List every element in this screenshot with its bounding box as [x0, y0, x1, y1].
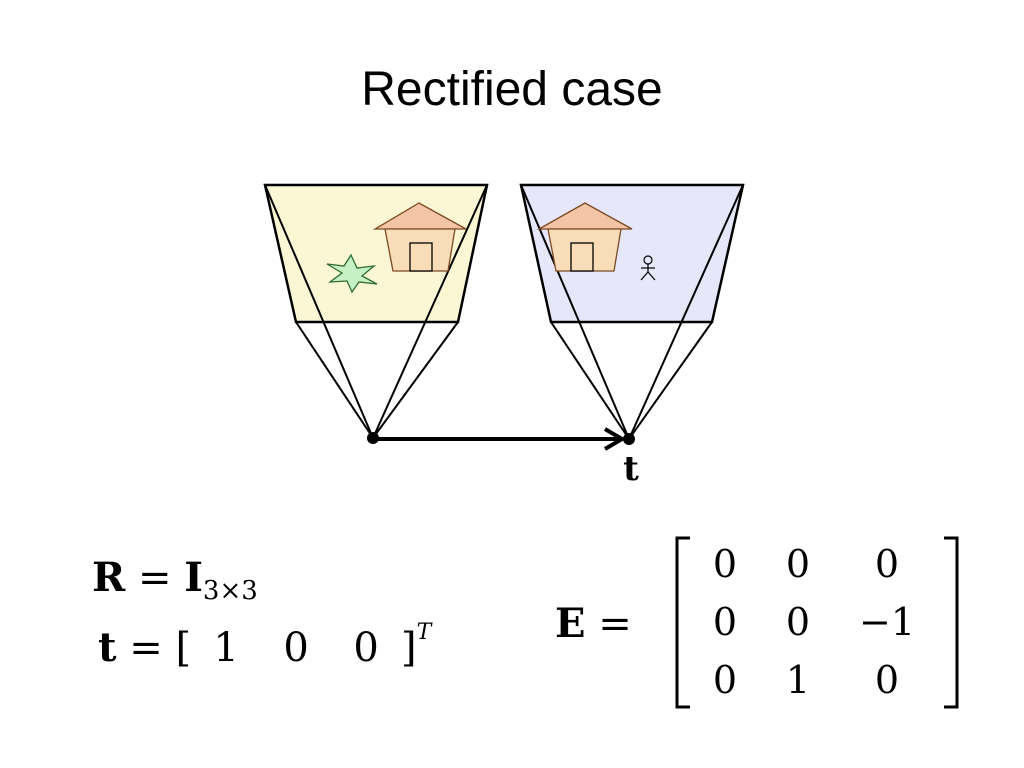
- house-icon: [372, 202, 467, 272]
- matrix-cell: 0: [874, 658, 900, 702]
- left-camera-center: [367, 432, 379, 444]
- matrix-cell: 0: [874, 542, 900, 586]
- equals-sign: =: [585, 601, 632, 647]
- equals-sign: =: [116, 625, 176, 671]
- matrix-cell: −1: [858, 600, 916, 644]
- matrix-cell: 0: [712, 600, 738, 644]
- matrix-cell: 1: [785, 658, 811, 702]
- t-value: 0: [353, 625, 379, 671]
- matrix-cell: 0: [785, 600, 811, 644]
- close-bracket: ]: [401, 625, 417, 671]
- matrix-cell: 0: [785, 542, 811, 586]
- E-symbol: E: [555, 600, 586, 647]
- plant-icon: [326, 253, 378, 294]
- t-symbol: t: [98, 624, 117, 671]
- right-frustum-rays: [520, 184, 744, 440]
- equals-sign: =: [125, 555, 185, 601]
- person-icon: [640, 255, 656, 281]
- matrix-cell: 0: [712, 658, 738, 702]
- transpose-superscript: T: [416, 620, 432, 645]
- R-symbol: R: [92, 554, 126, 601]
- open-bracket: [: [175, 625, 192, 671]
- slide-title: Rectified case: [361, 63, 663, 116]
- arrow-head: [603, 427, 626, 451]
- rotation-equation: R = I3×3: [92, 555, 258, 606]
- matrix-cell: 0: [712, 542, 738, 586]
- left-frustum-rays: [264, 184, 488, 439]
- house-icon: [536, 202, 633, 272]
- identity-symbol: I: [184, 554, 203, 601]
- essential-matrix-label: E =: [555, 601, 632, 647]
- right-camera-center: [623, 433, 635, 445]
- identity-subscript: 3×3: [202, 576, 258, 606]
- translation-label: t: [623, 449, 639, 489]
- t-value: 1: [213, 625, 239, 671]
- t-value: 0: [283, 625, 309, 671]
